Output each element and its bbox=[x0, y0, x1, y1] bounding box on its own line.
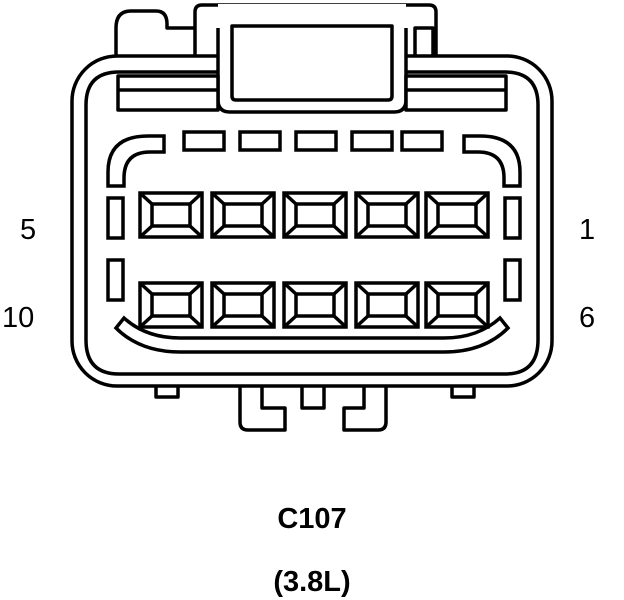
side-slot-right bbox=[503, 196, 522, 240]
terminal-cavity-bevel bbox=[404, 281, 420, 296]
terminal-cavity bbox=[282, 191, 348, 239]
terminal-cavity-bevel bbox=[282, 224, 298, 239]
terminal-cavity-bevel bbox=[354, 224, 370, 239]
terminal-cavity-bevel bbox=[474, 314, 490, 329]
terminal-cavity-bevel bbox=[210, 224, 226, 239]
terminal-cavity-bevel bbox=[404, 224, 420, 239]
terminal-cavity-bevel bbox=[474, 281, 490, 296]
terminal-cavity-bevel bbox=[354, 191, 370, 206]
upper-right-guide bbox=[462, 134, 522, 188]
terminal-cavity-inner bbox=[294, 202, 336, 228]
pin-label-1: 1 bbox=[579, 214, 596, 246]
terminal-cavity-bevel bbox=[354, 281, 370, 296]
terminal-cavity bbox=[424, 281, 490, 329]
side-slot-left bbox=[106, 258, 125, 302]
pin-label-10: 10 bbox=[2, 302, 35, 334]
terminal-cavity bbox=[282, 281, 348, 329]
terminal-cavity-bevel bbox=[282, 314, 298, 329]
terminal-cavity-inner bbox=[436, 292, 478, 318]
terminal-cavity-bevel bbox=[260, 314, 276, 329]
bottom-guide bbox=[113, 315, 511, 354]
terminal-cavity-bevel bbox=[332, 281, 348, 296]
terminal-cavity-bevel bbox=[474, 191, 490, 206]
terminal-cavity-bevel bbox=[424, 314, 440, 329]
upper-right-window bbox=[404, 74, 508, 112]
terminal-cavity-bevel bbox=[404, 191, 420, 206]
terminal-cavity-bevel bbox=[474, 224, 490, 239]
top-slot bbox=[182, 130, 226, 152]
upper-left-window bbox=[116, 74, 220, 112]
left-latch-tab bbox=[114, 9, 216, 62]
top-slot bbox=[400, 130, 444, 152]
terminal-cavity-bevel bbox=[282, 281, 298, 296]
terminal-cavity-bevel bbox=[138, 314, 154, 329]
terminal-cavity bbox=[210, 191, 276, 239]
side-slot-left bbox=[106, 196, 125, 240]
connector-variant: (3.8L) bbox=[273, 566, 351, 598]
top-slot bbox=[238, 130, 282, 152]
terminal-cavity bbox=[210, 281, 276, 329]
terminal-cavity-inner bbox=[222, 202, 264, 228]
terminal-cavity bbox=[424, 191, 490, 239]
terminal-cavity-inner bbox=[294, 292, 336, 318]
terminal-cavity bbox=[354, 281, 420, 329]
terminal-cavity-bevel bbox=[282, 191, 298, 206]
upper-left-guide bbox=[106, 134, 166, 188]
terminal-cavity-inner bbox=[150, 202, 192, 228]
terminal-cavity-bevel bbox=[260, 281, 276, 296]
terminal-cavity-bevel bbox=[188, 224, 204, 239]
terminal-cavity-bevel bbox=[138, 224, 154, 239]
terminal-cavity-bevel bbox=[424, 191, 440, 206]
terminal-cavity-bevel bbox=[260, 224, 276, 239]
bottom-key-right bbox=[342, 380, 388, 432]
terminal-cavity-inner bbox=[150, 292, 192, 318]
terminal-cavity-inner bbox=[366, 202, 408, 228]
connector-id: C107 bbox=[277, 503, 347, 535]
terminal-cavity-bevel bbox=[332, 191, 348, 206]
terminal-cavity-bevel bbox=[210, 281, 226, 296]
terminal-cavity-bevel bbox=[188, 314, 204, 329]
terminal-cavity-bevel bbox=[404, 314, 420, 329]
terminal-cavity-bevel bbox=[332, 224, 348, 239]
terminal-cavity-bevel bbox=[138, 191, 154, 206]
terminal-cavity-bevel bbox=[424, 281, 440, 296]
terminal-cavity-bevel bbox=[332, 314, 348, 329]
side-slot-right bbox=[503, 258, 522, 302]
bottom-key-left bbox=[238, 380, 287, 432]
terminal-cavity-bevel bbox=[188, 191, 204, 206]
terminal-cavity bbox=[354, 191, 420, 239]
terminal-cavity-bevel bbox=[424, 224, 440, 239]
terminal-cavity-inner bbox=[436, 202, 478, 228]
pin-label-6: 6 bbox=[579, 302, 596, 334]
terminal-cavity-bevel bbox=[210, 314, 226, 329]
pin-label-5: 5 bbox=[20, 214, 37, 246]
terminal-cavity bbox=[138, 281, 204, 329]
terminal-cavity-bevel bbox=[188, 281, 204, 296]
terminal-cavity-bevel bbox=[260, 191, 276, 206]
terminal-cavity-bevel bbox=[138, 281, 154, 296]
top-slot bbox=[350, 130, 394, 152]
terminal-cavity bbox=[138, 191, 204, 239]
terminal-cavity-inner bbox=[222, 292, 264, 318]
terminal-cavity-inner bbox=[366, 292, 408, 318]
terminal-cavity-bevel bbox=[354, 314, 370, 329]
top-slot bbox=[294, 130, 338, 152]
terminal-cavity-bevel bbox=[210, 191, 226, 206]
